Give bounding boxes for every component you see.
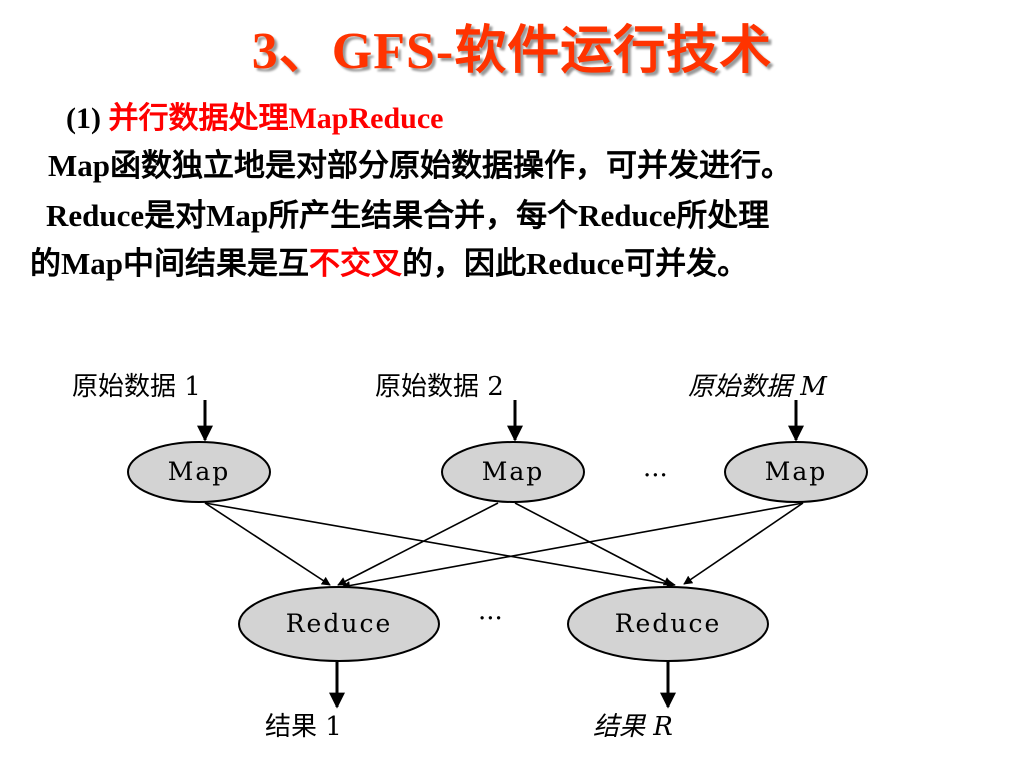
map-node-m-label: Map (765, 457, 828, 486)
shuffle-arrow-m2-rr (514, 502, 673, 586)
slide-title: 3、GFS-软件运行技术 (251, 23, 773, 80)
map-node-2: Map (441, 441, 585, 503)
paragraph-highlight: 不交叉 (309, 246, 402, 281)
shuffle-arrow-mm-r1 (341, 502, 804, 590)
paragraph-reduce: Reduce是对Map所产生结果合并，每个Reduce所处理 (46, 198, 770, 233)
shuffle-arrow-m1-r1 (204, 502, 331, 586)
input-label-2: 原始数据 2 (375, 372, 504, 402)
reduce-node-1: Reduce (238, 586, 440, 662)
map-ellipsis: ··· (643, 461, 668, 491)
input-label-m: 原始数据 M (688, 372, 828, 402)
map-node-2-label: Map (482, 457, 545, 486)
map-node-m: Map (724, 441, 868, 503)
reduce-ellipsis: ··· (478, 604, 503, 634)
section-heading: (1) 并行数据处理MapReduce (66, 93, 443, 137)
shuffle-arrow-m2-r1 (337, 502, 499, 586)
paragraph-reduce-continued: 的Map中间结果是互不交叉的，因此Reduce可并发。 (30, 238, 748, 283)
map-node-1-label: Map (168, 457, 231, 486)
paragraph-map: Map函数独立地是对部分原始数据操作，可并发进行。 (48, 148, 792, 183)
output-label-r: 结果 R (593, 712, 673, 742)
paragraph-text-after: 的，因此Reduce可并发。 (402, 246, 749, 281)
input-label-1: 原始数据 1 (72, 372, 201, 402)
paragraph-text-before: 的Map中间结果是互 (30, 246, 309, 281)
output-label-1: 结果 1 (265, 712, 342, 742)
section-heading-highlight: 并行数据处理MapReduce (108, 102, 444, 135)
section-number: (1) (66, 102, 109, 135)
reduce-node-1-label: Reduce (286, 609, 393, 638)
shuffle-arrow-m1-rr (204, 502, 676, 589)
reduce-node-r-label: Reduce (615, 609, 722, 638)
map-node-1: Map (127, 441, 271, 503)
reduce-node-r: Reduce (567, 586, 769, 662)
shuffle-arrow-mm-rr (683, 502, 804, 585)
